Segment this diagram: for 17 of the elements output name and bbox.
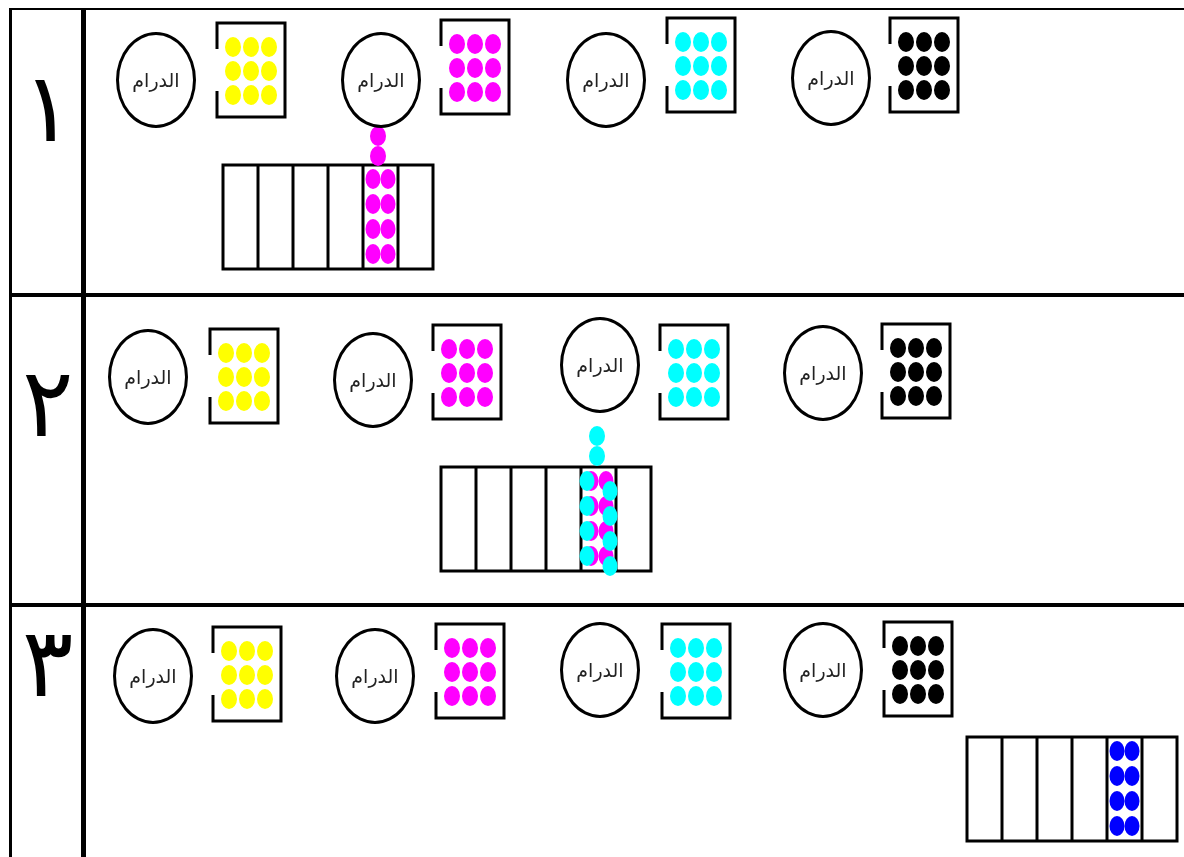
drum-circle: الدرام	[108, 329, 188, 425]
drum-circle: الدرام	[341, 32, 421, 128]
drum-circle: الدرام	[335, 628, 415, 724]
drum-circle: الدرام	[783, 325, 863, 421]
stage-row	[9, 297, 1184, 607]
drum-circle: الدرام	[783, 622, 863, 718]
row-number: ١	[21, 60, 75, 156]
drum-circle: الدرام	[566, 32, 646, 128]
drum-circle: الدرام	[560, 317, 640, 413]
drum-circle: الدرام	[333, 332, 413, 428]
drum-circle: الدرام	[560, 622, 640, 718]
row-number: ٢	[21, 355, 75, 451]
drum-circle: الدرام	[791, 30, 871, 126]
row-number: ٣	[21, 615, 75, 711]
stage-row	[9, 10, 1184, 297]
drum-circle: الدرام	[113, 628, 193, 724]
drum-circle: الدرام	[116, 32, 196, 128]
